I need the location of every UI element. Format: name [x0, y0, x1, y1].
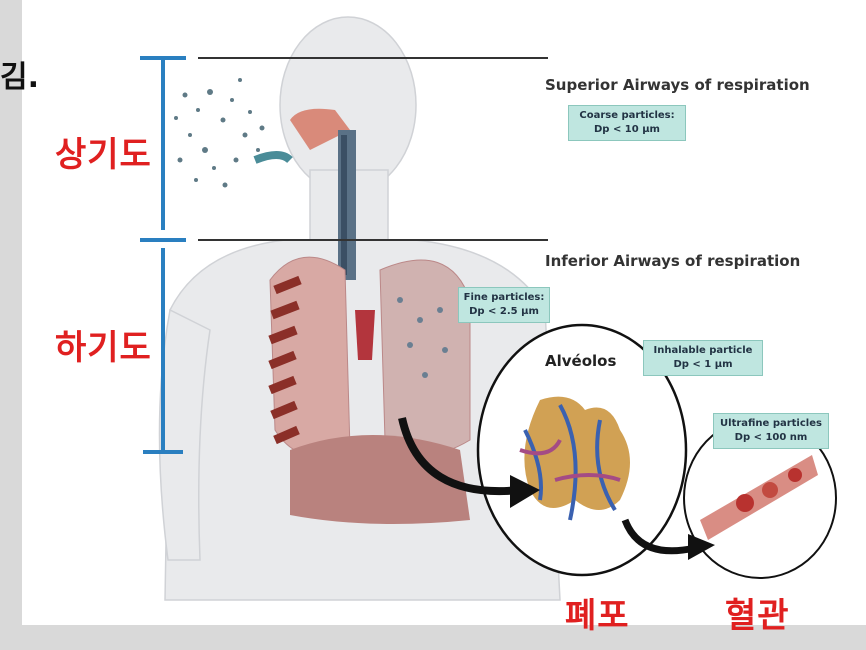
upper-airway-label: 상기도 [55, 127, 152, 176]
ultrafine-size: Dp < 100 nm [718, 431, 824, 445]
coarse-particles-tag: Coarse particles: Dp < 10 µm [568, 105, 686, 141]
fine-size: Dp < 2.5 µm [463, 305, 545, 319]
inferior-airways-title: Inferior Airways of respiration [545, 252, 800, 270]
superior-airways-title: Superior Airways of respiration [545, 76, 810, 94]
inhale-arrow [255, 155, 290, 160]
alveolus-label: Alvéolos [545, 352, 616, 370]
particle-cloud [174, 78, 265, 188]
inhalable-particle-tag: Inhalable particle Dp < 1 µm [643, 340, 763, 376]
coarse-size: Dp < 10 µm [573, 123, 681, 137]
inhalable-name: Inhalable particle [648, 344, 758, 358]
lower-airway-label: 하기도 [55, 320, 152, 369]
ultrafine-name: Ultrafine particles [718, 417, 824, 431]
blood-vessel-label: 혈관 [725, 588, 790, 637]
inhalable-size: Dp < 1 µm [648, 358, 758, 372]
fine-name: Fine particles: [463, 291, 545, 305]
ultrafine-particles-tag: Ultrafine particles Dp < 100 nm [713, 413, 829, 449]
fine-particles-tag: Fine particles: Dp < 2.5 µm [458, 287, 550, 323]
coarse-name: Coarse particles: [573, 109, 681, 123]
lung-alveoli-label: 폐포 [565, 588, 630, 637]
